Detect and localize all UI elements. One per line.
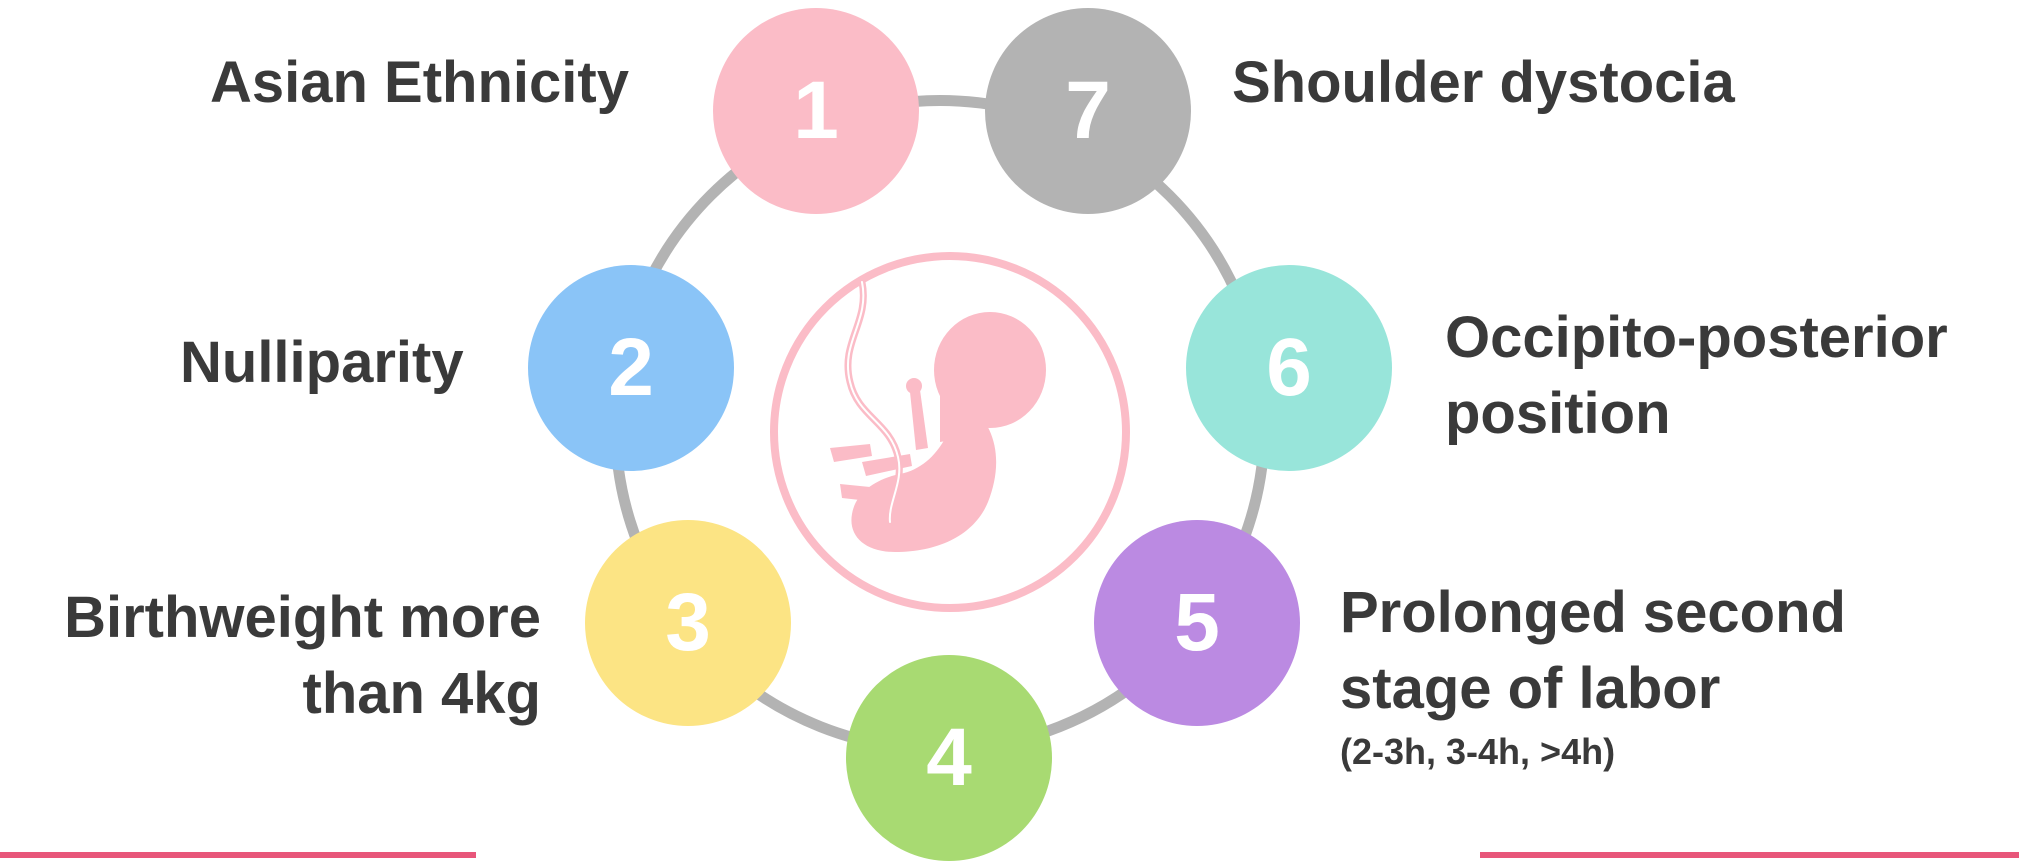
factor-7-label-line1: Shoulder dystocia [1232,50,1735,115]
factor-6-circle: 6 [1186,265,1392,471]
factor-1-label: Asian Ethnicity [210,45,629,121]
factor-5-label-line2: stage of labor [1340,656,1721,721]
factor-5-circle: 5 [1094,520,1300,726]
factor-5-label: Prolonged second stage of labor (2-3h, 3… [1340,575,1846,777]
factor-7-label: Shoulder dystocia [1232,45,1735,121]
factor-6-label-line2: position [1445,381,1671,446]
factor-2-label-line1: Nulliparity [180,330,464,395]
factor-3-label: Birthweight more than 4kg [64,580,541,732]
accent-bar-right [1480,852,2019,858]
factor-5-number: 5 [1174,577,1220,668]
factor-3-circle: 3 [585,520,791,726]
factor-2-circle: 2 [528,265,734,471]
factor-3-label-line2: than 4kg [302,661,542,726]
factor-1-number: 1 [793,65,839,156]
factor-5-note: (2-3h, 3-4h, >4h) [1340,731,1616,772]
factor-4-number: 4 [926,712,972,803]
factor-3-label-line1: Birthweight more [64,585,541,650]
factor-5-label-line1: Prolonged second [1340,580,1846,645]
factor-3-number: 3 [665,577,711,668]
factor-7-circle: 7 [985,8,1191,214]
fetus-icon [830,278,1046,552]
factor-2-number: 2 [608,322,654,413]
accent-bar-left [0,852,476,858]
factor-7-number: 7 [1065,65,1111,156]
factor-1-circle: 1 [713,8,919,214]
factor-2-label: Nulliparity [180,325,464,401]
factor-6-label-line1: Occipito-posterior [1445,305,1948,370]
factor-4-circle: 4 [846,655,1052,861]
factor-6-label: Occipito-posterior position [1445,300,1948,452]
center-circle [770,252,1130,612]
factor-1-label-line1: Asian Ethnicity [210,50,629,115]
factor-6-number: 6 [1266,322,1312,413]
